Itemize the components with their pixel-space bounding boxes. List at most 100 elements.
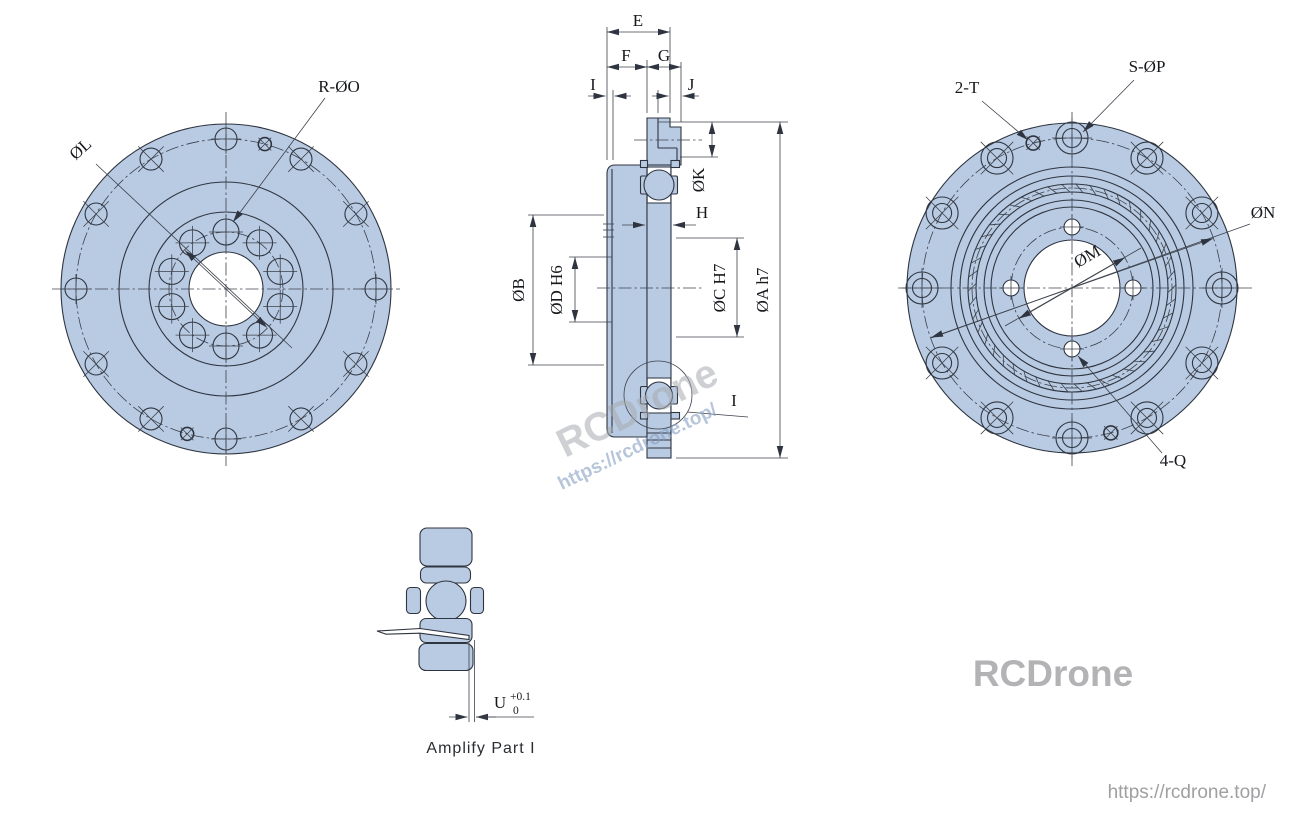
pin-hole	[179, 426, 195, 442]
hole-centermark	[83, 350, 110, 378]
hole-centermark	[1185, 346, 1219, 380]
gear-teeth-ticks	[967, 183, 1177, 393]
shoulder-tab	[670, 411, 681, 420]
shoulder-tab	[639, 159, 649, 169]
tolerance-lower: 0	[513, 705, 519, 717]
gear-tooth-tick	[1162, 312, 1174, 319]
counterbore-hole	[986, 407, 1008, 428]
gear-tooth-tick	[1157, 325, 1170, 331]
hole-centermark	[137, 146, 165, 173]
counterbore-hole	[925, 196, 959, 230]
gear-tooth-tick	[1020, 196, 1033, 202]
back-view: 2-T S-ØP 4-Q ØN ØM	[898, 57, 1275, 470]
bearing-ball	[643, 169, 675, 201]
dim-label-B: ØB	[509, 278, 528, 302]
dim-label-C: ØC H7	[710, 263, 729, 312]
gear-tooth-tick	[967, 282, 977, 292]
detail-retainer-lip	[376, 627, 470, 641]
counterbore-hole	[1136, 407, 1158, 428]
gear-tooth-tick	[1047, 380, 1055, 392]
gear-tooth-tick	[1133, 360, 1146, 363]
pin-hole	[257, 136, 273, 152]
hole-centermark	[1103, 425, 1118, 440]
counterbore-hole	[925, 346, 959, 380]
pin-hole	[1025, 135, 1041, 151]
hole-centermark	[342, 350, 369, 378]
gear-tooth-tick	[988, 223, 1002, 226]
dimension-lines	[529, 28, 784, 458]
watermark-brand-bottom: RCDrone	[973, 653, 1133, 694]
detail-inner-ring	[418, 642, 474, 672]
bolt-hole	[139, 147, 163, 171]
bolt-hole	[289, 147, 313, 171]
bolt-hole	[344, 202, 368, 226]
counterbore-hole	[1185, 346, 1219, 380]
callout-pin-holes: 2-T	[955, 78, 980, 97]
gear-tooth-tick	[1023, 370, 1028, 383]
hole-centermark	[342, 200, 369, 228]
gear-tooth-tick	[1167, 284, 1177, 294]
gear-tooth-tick	[1086, 382, 1098, 390]
dim-arrow	[1018, 287, 1073, 319]
counterbore-hole	[1191, 202, 1212, 224]
gear-tooth-tick	[1128, 200, 1132, 214]
hole-centermark	[287, 405, 315, 432]
detail-view: U +0.1 0 Amplify Part I	[376, 527, 535, 757]
hole-centermark	[1130, 401, 1164, 435]
gear-tooth-tick	[1166, 269, 1176, 281]
detail-caption: Amplify Part I	[426, 740, 535, 757]
gear-tooth-tick	[967, 269, 979, 278]
gear-tooth-tick	[1099, 379, 1111, 386]
gear-tooth-tick	[974, 245, 987, 251]
dim-label-N: ØN	[1251, 203, 1276, 222]
watermark-url-bottom: https://rcdrone.top/	[1108, 782, 1267, 803]
hole-centermark	[287, 146, 315, 173]
detail-seal-right	[469, 586, 485, 615]
dim-label-F: F	[621, 46, 630, 65]
dim-arrow	[184, 250, 227, 290]
gear-tooth-tick	[1075, 183, 1084, 194]
bolt-hole	[139, 407, 163, 431]
front-hole-pattern	[61, 124, 391, 454]
gear-tooth-tick	[1060, 183, 1071, 193]
detail-seal-left	[405, 586, 422, 615]
detail-bearing-ball	[425, 580, 467, 622]
gear-tooth-tick	[972, 308, 980, 320]
callout-inner-holes: 4-Q	[1160, 451, 1186, 470]
dim-label-G: G	[658, 46, 670, 65]
counterbore-hole	[932, 352, 953, 374]
gear-tooth-tick	[1012, 362, 1016, 376]
hole-centermark	[980, 401, 1014, 435]
gear-tooth-tick	[992, 344, 996, 357]
dim-arrow	[1071, 238, 1214, 289]
counterbore-hole	[932, 202, 953, 224]
counterbore-hole	[980, 141, 1014, 175]
hole-centermark	[180, 427, 194, 441]
bolt-hole	[289, 407, 313, 431]
dim-arrow	[1071, 257, 1126, 289]
hole-centermark	[137, 405, 165, 432]
callout-hole-pattern: R-ØO	[318, 77, 360, 96]
hole-centermark	[1026, 136, 1041, 151]
hole-centermark	[83, 200, 110, 228]
gear-tooth-tick	[1034, 376, 1041, 388]
dim-label-A: ØA h7	[753, 267, 772, 312]
leader-hole-callout	[232, 97, 326, 223]
counterbore-hole	[1185, 196, 1219, 230]
gear-tooth-tick	[1155, 230, 1160, 243]
counterbore-hole	[980, 401, 1014, 435]
gear-tooth-tick	[1142, 350, 1156, 353]
gear-tooth-tick	[1033, 190, 1045, 197]
extension-lines	[528, 27, 788, 459]
dim-label-E: E	[633, 11, 643, 30]
bolt-hole	[344, 352, 368, 376]
dim-label-D: ØD H6	[547, 265, 566, 315]
tolerance-upper: +0.1	[510, 691, 531, 703]
counterbore-hole	[1130, 401, 1164, 435]
gear-tooth-tick	[970, 257, 982, 264]
gear-tooth-tick	[1116, 193, 1121, 206]
gear-tooth-tick	[1122, 368, 1136, 372]
leader-counterbore-callout	[1082, 79, 1135, 133]
